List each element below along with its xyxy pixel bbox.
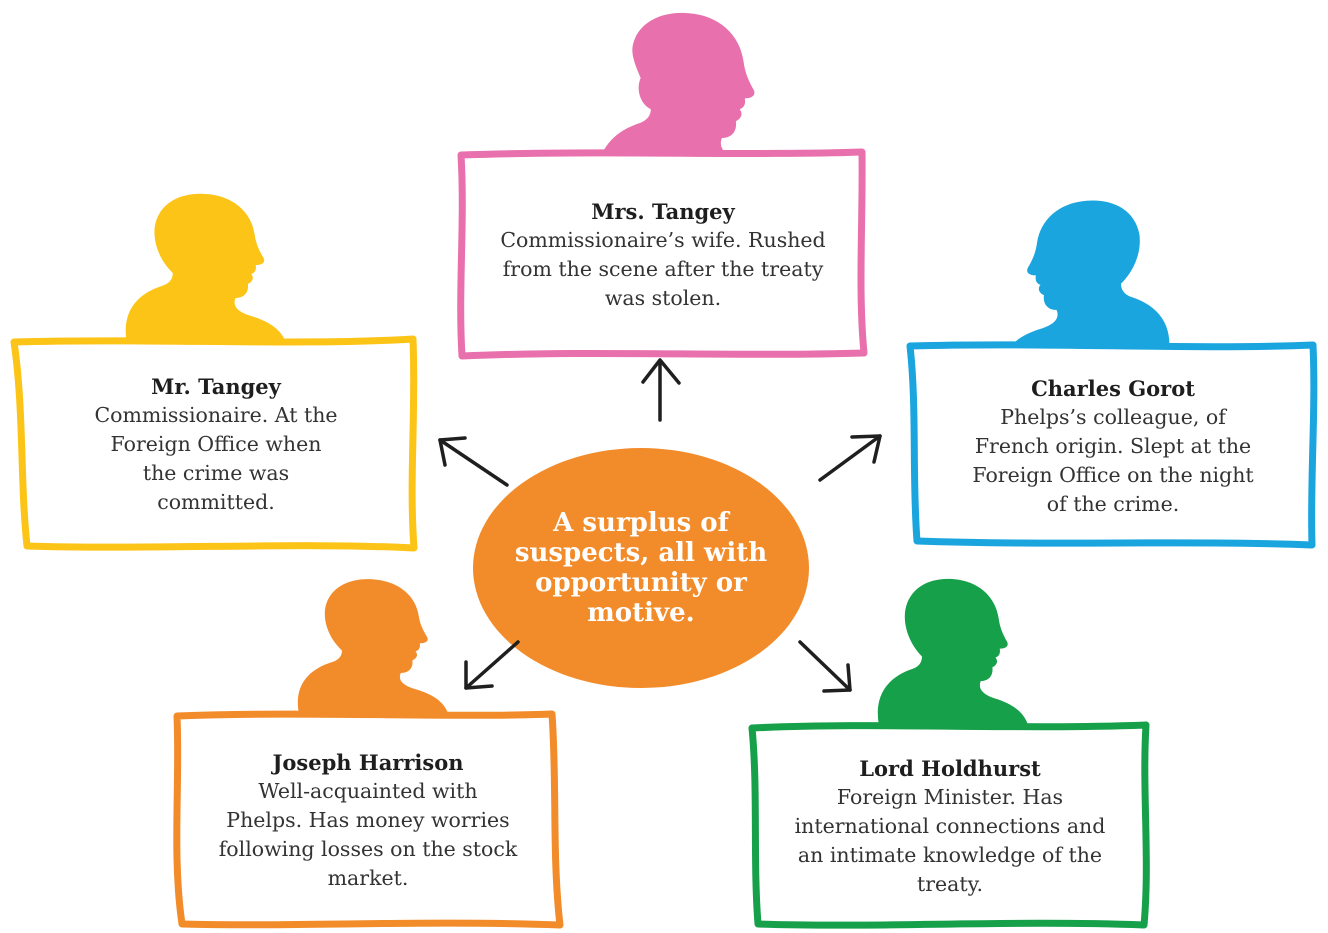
charles-gorot-box-frame (906, 341, 1318, 549)
joseph-harrison-head-icon (297, 579, 450, 718)
suspect-name: Joseph Harrison (272, 749, 464, 775)
charles-gorot-head-icon (1003, 200, 1170, 363)
suspect-description: Phelps’s colleague, of French origin. Sl… (972, 404, 1254, 516)
mr-tangey-head-icon (125, 193, 288, 348)
mr-tangey-box-frame (10, 335, 418, 552)
suspect-description: Well-acquainted with Phelps. Has money w… (218, 778, 518, 890)
suspect-name: Mrs. Tangey (591, 199, 735, 224)
arrow-to-lord-holdhurst (798, 640, 852, 693)
center-statement: A surplus of suspects, all with opportun… (514, 508, 768, 628)
center-ellipse (473, 448, 809, 688)
arrow-to-charles-gorot (818, 434, 882, 482)
arrow-to-joseph-harrison (464, 640, 520, 690)
arrow-to-mr-tangey (438, 436, 509, 487)
arrow-to-mrs-tangey (641, 358, 681, 422)
suspect-card-mr-tangey: Mr. Tangey Commissionaire. At the Foreig… (22, 346, 410, 542)
suspect-card-mrs-tangey: Mrs. Tangey Commissionaire’s wife. Rushe… (466, 160, 860, 350)
suspect-name: Charles Gorot (1031, 375, 1195, 401)
suspect-description: Foreign Minister. Has international conn… (794, 784, 1106, 896)
lord-holdhurst-box-frame (748, 721, 1150, 929)
suspect-card-lord-holdhurst: Lord Holdhurst Foreign Minister. Has int… (758, 732, 1142, 920)
suspect-name: Lord Holdhurst (859, 755, 1041, 781)
suspect-card-joseph-harrison: Joseph Harrison Well-acquainted with Phe… (182, 720, 554, 920)
lord-holdhurst-head-icon (877, 578, 1030, 730)
joseph-harrison-box-frame (173, 710, 564, 929)
mrs-tangey-box-frame (457, 148, 868, 360)
suspect-description: Commissionaire. At the Foreign Office wh… (94, 402, 338, 514)
suspect-name: Mr. Tangey (151, 373, 281, 399)
suspect-card-charles-gorot: Charles Gorot Phelps’s colleague, of Fre… (916, 350, 1310, 542)
suspect-description: Commissionaire’s wife. Rushed from the s… (500, 228, 826, 310)
